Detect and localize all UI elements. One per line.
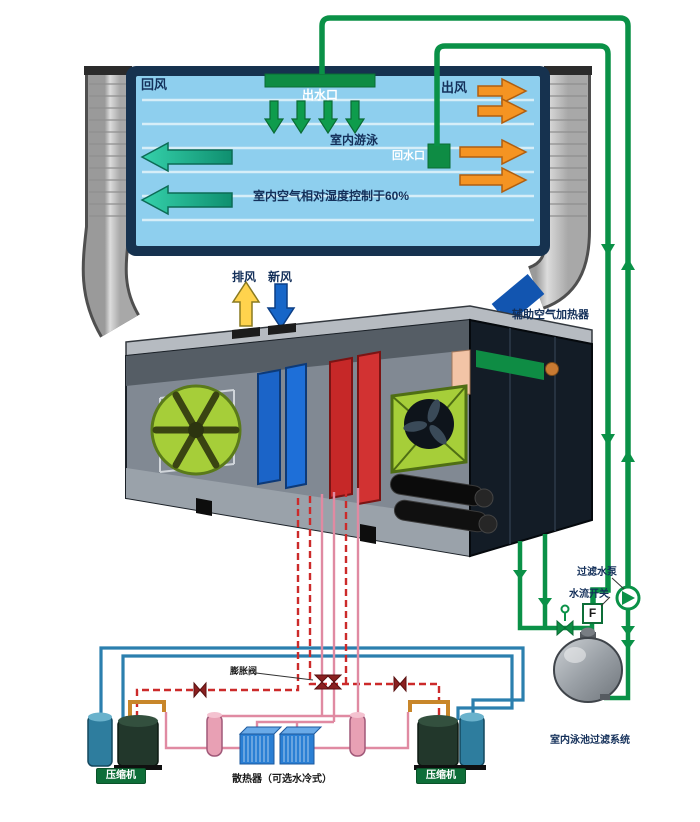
filter-pump-label: 过滤水泵 [577, 567, 617, 578]
flow-switch-label: 水流开关 [569, 589, 609, 600]
pipe-flow-arrows [601, 244, 635, 462]
refrigerant-liquid-pipes [164, 488, 410, 750]
filter-valve-icon [556, 604, 574, 637]
expansion-valve-label: 膨胀阀 [230, 666, 258, 676]
filter-box [451, 349, 471, 397]
receiver-cylinder-right [349, 712, 366, 757]
flow-switch-box [582, 603, 603, 624]
return-air-arrow-icons [140, 141, 233, 216]
supply-air-arrow-icons [459, 77, 528, 194]
return-air-duct-left [81, 66, 141, 338]
water-return-label: 回水口 [392, 150, 425, 162]
duct-connector-blue [491, 274, 545, 324]
pool-return-pipe [434, 43, 611, 604]
fresh-air-label: 新风 [268, 270, 293, 284]
radiator-2 [278, 726, 323, 765]
water-outlet-label: 出水口 [301, 88, 338, 102]
fresh-air-arrow-icon [266, 283, 296, 330]
expansion-valve-leader [255, 672, 314, 681]
supply-air-duct-right [491, 66, 592, 324]
ahu-side-face [469, 318, 593, 558]
humidity-label: 室内空气相对湿度控制于60% [252, 189, 410, 203]
pool-water-pipes [319, 15, 631, 604]
water-outlet-bar [264, 73, 376, 88]
filter-pump-icon [615, 585, 641, 611]
ahu-side-green-panel [476, 350, 544, 380]
receiver-cylinder-left [206, 712, 223, 757]
compressor-tanks [389, 473, 498, 534]
filter-flow-arrows [513, 570, 635, 650]
compressor-unit-left [87, 712, 162, 770]
radiator-1 [238, 726, 283, 765]
flow-switch-mark: F [588, 606, 597, 620]
water-pipes [99, 646, 525, 720]
water-spray-arrow-icons [263, 100, 366, 135]
ahu-motor-icon [545, 362, 559, 376]
return-air-label: 回风 [141, 77, 168, 92]
compressor-right-label: 压缩机 [416, 768, 466, 784]
pool-filter-assembly [513, 534, 641, 703]
compressor-discharge-pipes [128, 700, 450, 718]
exhaust-air-label: 排风 [232, 270, 257, 284]
filter-system-label: 室内泳池过滤系统 [550, 735, 630, 746]
water-return-box [427, 143, 451, 169]
compressor-unit-right [414, 712, 486, 770]
condenser-fan-grille [390, 384, 468, 474]
indoor-pool-label: 室内游泳 [330, 133, 379, 147]
aux-heater-label: 辅助空气加热器 [512, 309, 589, 321]
pool-supply-pipe [319, 15, 631, 587]
pool-room [126, 66, 550, 256]
refrigerant-valve-icons [193, 674, 407, 699]
filter-sphere [553, 627, 623, 703]
cooling-coil [257, 362, 307, 490]
supply-fan-wheel [150, 384, 242, 476]
air-supply-label: 出风 [441, 80, 468, 95]
heating-coil [329, 350, 381, 506]
exhaust-air-arrow-icon [231, 280, 261, 327]
compressor-left-label: 压缩机 [96, 768, 146, 784]
radiator-label: 散热器（可选水冷式） [232, 774, 332, 785]
